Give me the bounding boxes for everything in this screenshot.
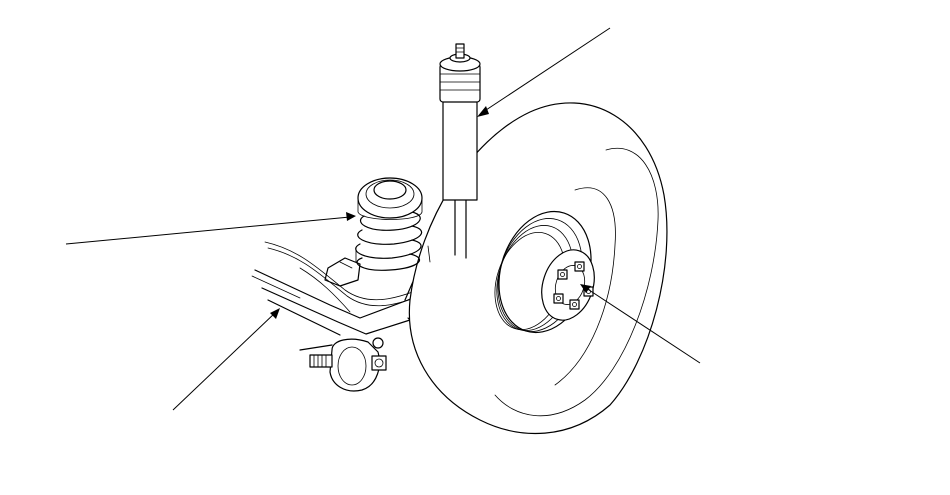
- leader-shock-absorber: [482, 27, 611, 113]
- hub-nut: [553, 293, 564, 304]
- leader-axle-beam: [172, 311, 277, 411]
- shock-absorber: [439, 43, 481, 259]
- hub-nut: [557, 269, 568, 280]
- callout-leaders: [65, 27, 701, 411]
- leader-coil-spring: [65, 216, 351, 245]
- hub-nut: [574, 261, 585, 272]
- coil-spring: [355, 177, 431, 271]
- spring-seat: [324, 257, 361, 287]
- hub-nut: [569, 299, 580, 310]
- bushing-mount: [299, 337, 387, 392]
- mount-nut: [371, 355, 387, 371]
- leader-hub-nuts: [585, 287, 701, 364]
